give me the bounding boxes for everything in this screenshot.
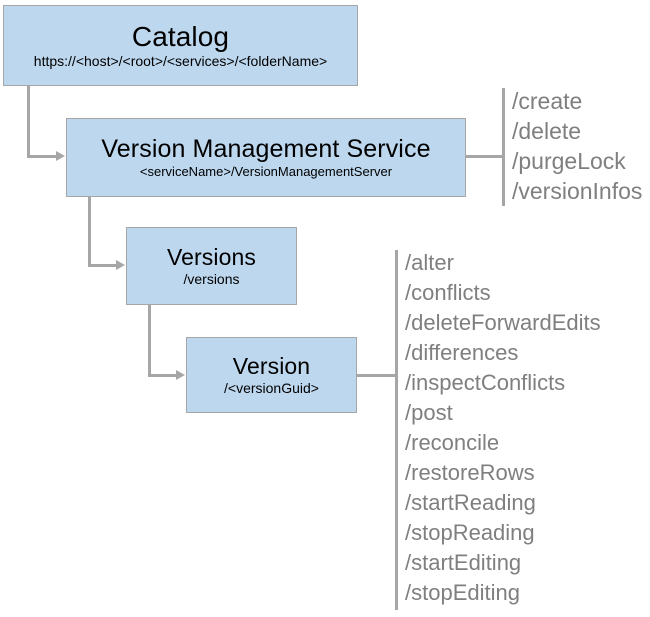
node-catalog-title: Catalog	[131, 20, 230, 52]
bracket-service-operations	[502, 88, 505, 206]
connector-catalog-to-vms-horizontal	[27, 155, 57, 158]
node-version-management-service-path: <serviceName>/VersionManagementServer	[139, 164, 393, 180]
operation-item[interactable]: /stopReading	[405, 520, 535, 545]
operation-item[interactable]: /differences	[405, 340, 519, 365]
node-version-management-service-title: Version Management Service	[101, 135, 431, 164]
node-version[interactable]: Version /<versionGuid>	[186, 337, 357, 413]
operation-item[interactable]: /delete	[512, 118, 582, 144]
connector-catalog-to-vms-vertical	[27, 86, 30, 158]
connector-version-to-operations	[357, 374, 398, 377]
node-versions-title: Versions	[166, 244, 256, 271]
operation-item[interactable]: /inspectConflicts	[405, 370, 566, 395]
operation-item[interactable]: /restoreRows	[405, 460, 535, 485]
operation-item[interactable]: /reconcile	[405, 430, 500, 455]
version-operations-list: /alter /conflicts /deleteForwardEdits /d…	[405, 248, 601, 608]
arrowhead-catalog-to-vms-icon	[56, 151, 65, 161]
connector-versions-to-version-vertical	[148, 305, 151, 376]
node-version-management-service[interactable]: Version Management Service <serviceName>…	[66, 118, 466, 197]
operation-item[interactable]: /create	[512, 88, 583, 114]
node-version-path: /<versionGuid>	[224, 380, 319, 397]
arrowhead-versions-to-version-icon	[176, 370, 185, 380]
operation-item[interactable]: /deleteForwardEdits	[405, 310, 601, 335]
operation-item[interactable]: /stopEditing	[405, 580, 520, 605]
node-versions-path: /versions	[183, 271, 240, 288]
operation-item[interactable]: /conflicts	[405, 280, 491, 305]
operation-item[interactable]: /versionInfos	[512, 178, 643, 204]
connector-vms-to-versions-horizontal	[88, 264, 117, 267]
arrowhead-vms-to-versions-icon	[116, 260, 125, 270]
bracket-version-operations	[395, 250, 398, 610]
node-catalog[interactable]: Catalog https://<host>/<root>/<services>…	[3, 5, 358, 86]
operation-item[interactable]: /post	[405, 400, 453, 425]
connector-vms-to-versions-vertical	[88, 197, 91, 267]
operation-item[interactable]: /startEditing	[405, 550, 522, 575]
operation-item[interactable]: /purgeLock	[512, 148, 626, 174]
node-catalog-path: https://<host>/<root>/<services>/<folder…	[33, 53, 328, 70]
operation-item[interactable]: /startReading	[405, 490, 536, 515]
node-versions[interactable]: Versions /versions	[126, 227, 297, 305]
connector-versions-to-version-horizontal	[148, 374, 177, 377]
operation-item[interactable]: /alter	[405, 250, 454, 275]
connector-vms-to-operations	[466, 155, 504, 158]
node-version-title: Version	[232, 353, 311, 380]
service-operations-list: /create /delete /purgeLock /versionInfos	[512, 86, 642, 206]
